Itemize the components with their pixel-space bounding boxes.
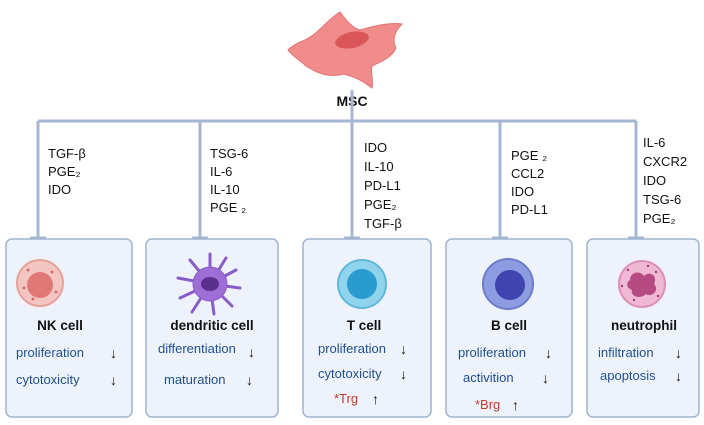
factor-item: PGE₂: [48, 164, 81, 179]
factor-item: IL-10: [210, 182, 240, 197]
factor-item: TSG-6: [643, 192, 681, 207]
factor-item: PD-L1: [511, 202, 548, 217]
neutrophil-box: neutrophil infiltration ↓ apoptosis ↓: [586, 238, 700, 418]
effect-label: maturation: [164, 372, 225, 387]
down-arrow-icon: ↓: [248, 344, 255, 360]
effect-label: cytotoxicity: [16, 372, 80, 387]
effect-label: cytotoxicity: [318, 366, 382, 381]
factor-item: IDO: [364, 140, 387, 155]
down-arrow-icon: ↓: [110, 372, 117, 388]
factor-item: TGF-β: [48, 146, 86, 161]
factor-list-t-cell: IDO IL-10 PD-L1 PGE₂ TGF-β: [364, 140, 402, 231]
down-arrow-icon: ↓: [675, 368, 682, 384]
b-cell-icon: [482, 258, 534, 310]
factor-item: IDO: [511, 184, 534, 199]
factor-item: PGE ₂: [210, 200, 246, 215]
effect-label: *Brg: [475, 397, 500, 412]
factor-item: CXCR2: [643, 154, 687, 169]
factor-list-neutrophil: IL-6 CXCR2 IDO TSG-6 PGE₂: [643, 135, 687, 226]
factor-item: IL-10: [364, 159, 394, 174]
factor-item: CCL2: [511, 166, 544, 181]
effect-label: *Trg: [334, 391, 358, 406]
nk-cell-title: NK cell: [37, 318, 83, 333]
effect-label: infiltration: [598, 345, 654, 360]
nk-cell-icon: [16, 259, 64, 307]
factor-item: IL-6: [210, 164, 232, 179]
factor-item: TGF-β: [364, 216, 402, 231]
factor-item: IL-6: [643, 135, 665, 150]
down-arrow-icon: ↓: [246, 372, 253, 388]
up-arrow-icon: ↑: [512, 397, 519, 413]
effect-label: apoptosis: [600, 368, 656, 383]
dendritic-cell-box: dendritic cell differentiation ↓ maturat…: [145, 238, 279, 418]
factor-item: PGE₂: [643, 211, 676, 226]
neutrophil-icon: [618, 260, 666, 308]
t-cell-title: T cell: [347, 318, 382, 333]
down-arrow-icon: ↓: [110, 345, 117, 361]
b-cell-box: B cell proliferation ↓ activition ↓ *Brg…: [445, 238, 573, 418]
t-cell-icon: [337, 259, 387, 309]
connector-lines: [30, 90, 644, 240]
up-arrow-icon: ↑: [372, 391, 379, 407]
factor-item: IDO: [48, 182, 71, 197]
down-arrow-icon: ↓: [400, 366, 407, 382]
factor-item: TSG-6: [210, 146, 248, 161]
factor-item: IDO: [643, 173, 666, 188]
factor-item: PD-L1: [364, 178, 401, 193]
down-arrow-icon: ↓: [400, 341, 407, 357]
factor-list-nk: TGF-β PGE₂ IDO: [48, 146, 86, 197]
msc-cell-icon: [287, 11, 404, 89]
down-arrow-icon: ↓: [675, 345, 682, 361]
nk-cell-box: NK cell proliferation ↓ cytotoxicity ↓: [5, 238, 133, 418]
effect-label: proliferation: [16, 345, 84, 360]
factor-list-dendritic: TSG-6 IL-6 IL-10 PGE ₂: [210, 146, 248, 215]
factor-item: PGE₂: [364, 197, 397, 212]
b-cell-title: B cell: [491, 318, 527, 333]
neutrophil-title: neutrophil: [611, 318, 677, 333]
t-cell-box: T cell proliferation ↓ cytotoxicity ↓ *T…: [302, 238, 432, 418]
down-arrow-icon: ↓: [545, 345, 552, 361]
down-arrow-icon: ↓: [542, 370, 549, 386]
dendritic-cell-title: dendritic cell: [170, 318, 253, 333]
effect-label: proliferation: [318, 341, 386, 356]
effect-label: differentiation: [158, 341, 236, 356]
effect-label: activition: [463, 370, 514, 385]
factor-item: PGE ₂: [511, 148, 547, 163]
effect-label: proliferation: [458, 345, 526, 360]
dendritic-cell-icon: [176, 252, 242, 316]
factor-list-b-cell: PGE ₂ CCL2 IDO PD-L1: [511, 148, 548, 217]
